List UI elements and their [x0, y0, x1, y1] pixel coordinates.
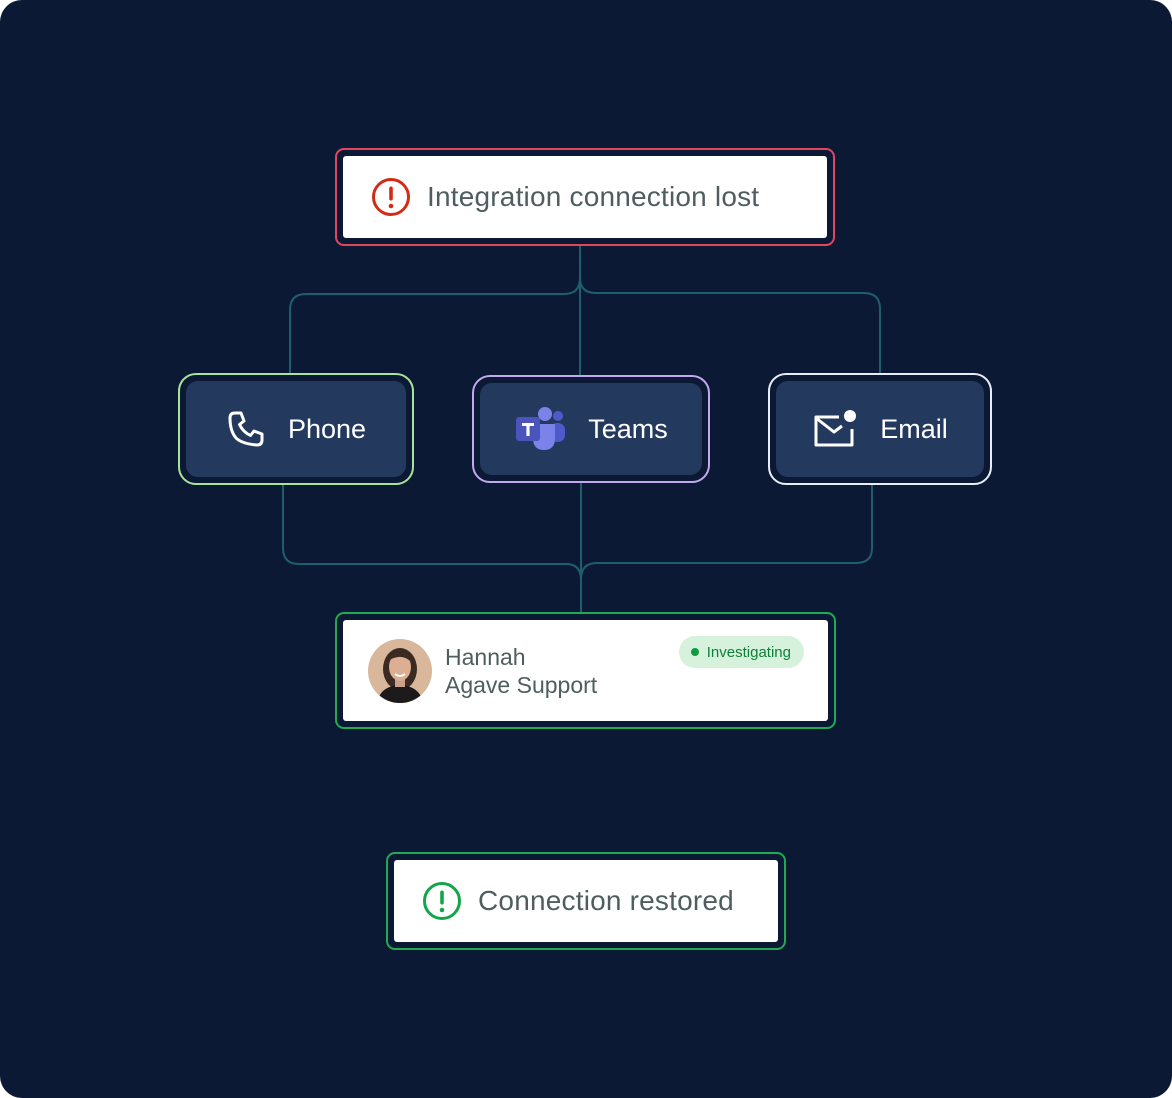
email-notification-icon — [814, 410, 857, 447]
alert-text: Connection restored — [478, 885, 734, 916]
agent-card-body: Hannah Agave Support Investigating — [343, 620, 828, 721]
channel-label: Phone — [287, 413, 367, 444]
alert-circle-icon — [423, 882, 461, 920]
microsoft-teams-icon — [516, 407, 566, 450]
alert-card: Integration connection lost — [343, 156, 827, 238]
channel-teams[interactable]: Teams — [472, 375, 710, 483]
alert-card: Connection restored — [394, 860, 778, 942]
channel-label: Email — [880, 413, 948, 444]
agent-team: Agave Support — [445, 671, 598, 698]
channel-email[interactable]: Email — [768, 373, 992, 485]
channel-label: Teams — [588, 413, 668, 444]
avatar — [368, 638, 432, 703]
status-dot — [690, 648, 699, 656]
status-text: Investigating — [706, 643, 791, 661]
alert-circle-icon — [372, 178, 410, 216]
channel-card: Teams — [480, 383, 702, 475]
phone-icon — [228, 411, 264, 447]
agent-card: Hannah Agave Support Investigating — [335, 612, 836, 729]
alert-text: Integration connection lost — [427, 181, 760, 212]
channel-phone[interactable]: Phone — [178, 373, 414, 485]
alert-connection-lost: Integration connection lost — [335, 148, 835, 246]
agent-name: Hannah — [445, 643, 526, 670]
channel-card: Phone — [186, 381, 406, 477]
alert-connection-restored: Connection restored — [386, 852, 786, 950]
agent-info: Hannah Agave Support — [445, 643, 597, 699]
channel-card: Email — [776, 381, 984, 477]
status-badge: Investigating — [678, 636, 804, 668]
